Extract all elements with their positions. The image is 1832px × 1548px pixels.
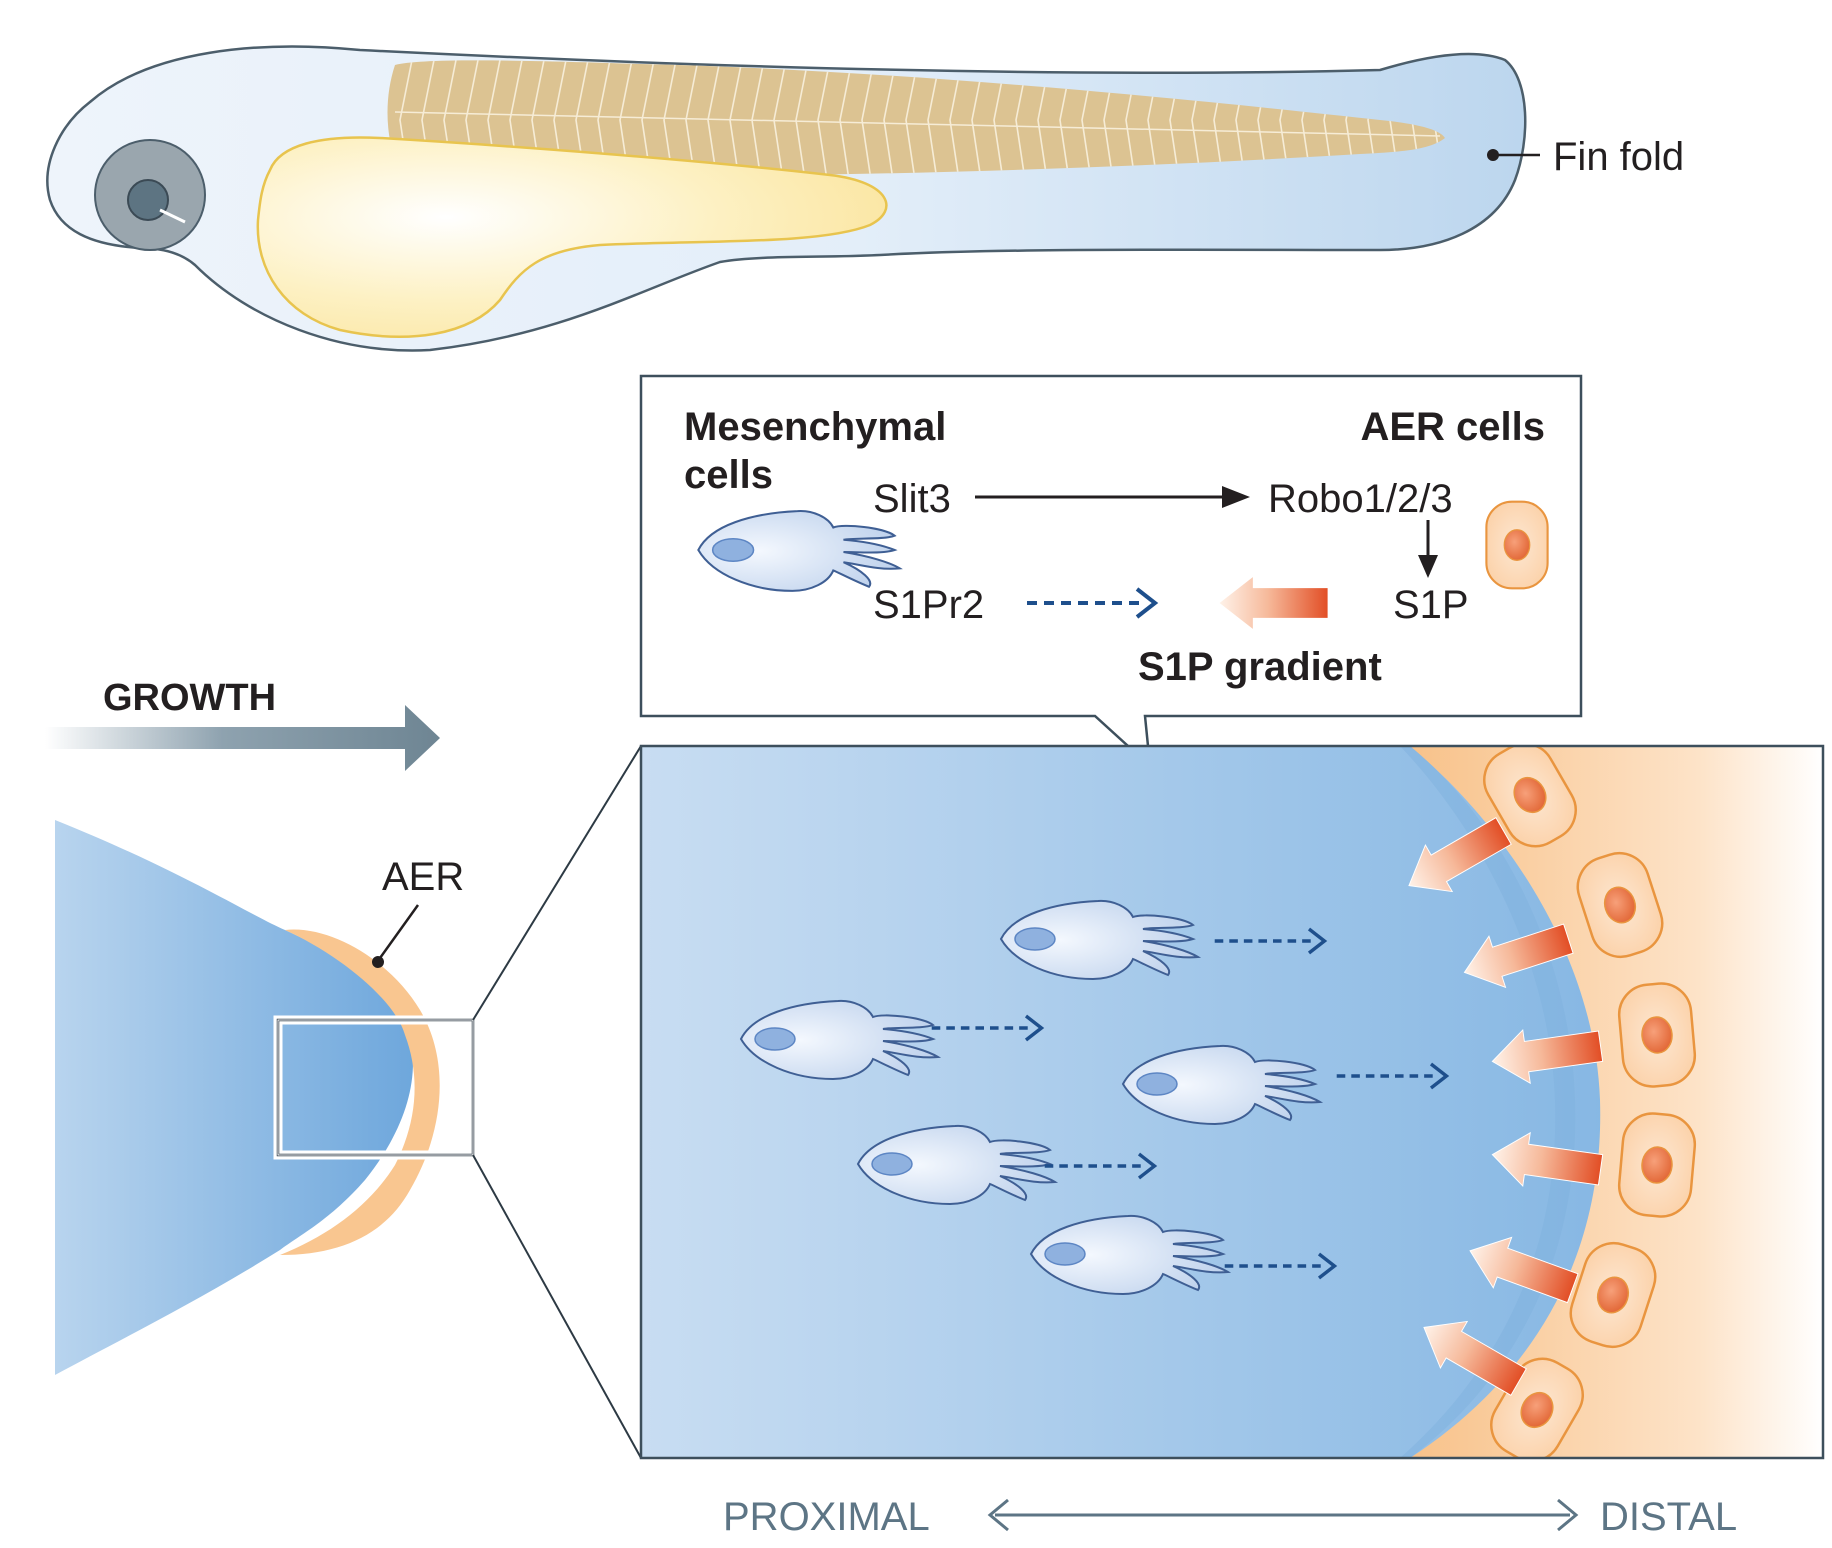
growth-label: GROWTH [103, 677, 276, 719]
fin-bud: AER [55, 820, 478, 1375]
robo-label: Robo1/2/3 [1268, 477, 1453, 521]
aer-cell [1615, 979, 1699, 1091]
zoomed-panel [639, 744, 1825, 1460]
proximal-distal-axis: PROXIMAL DISTAL [723, 1495, 1737, 1539]
s1p-label: S1P [1393, 583, 1469, 627]
mesenchymal-cells-label: Mesenchymal [684, 405, 946, 449]
signaling-callout: Mesenchymal cells AER cells Slit3 Robo1/… [639, 374, 1583, 770]
s1p-gradient-label: S1P gradient [1138, 645, 1382, 689]
mesenchymal-cells-label-line2: cells [684, 453, 773, 497]
growth-indicator: GROWTH [45, 677, 440, 771]
s1pr2-label: S1Pr2 [873, 583, 984, 627]
aer-marker [372, 956, 384, 968]
slit3-label: Slit3 [873, 477, 951, 521]
aer-cells-label: AER cells [1360, 405, 1545, 449]
callout-aer-cell [1485, 500, 1549, 590]
zebrafish-larva: Fin fold [46, 45, 1684, 352]
distal-label: DISTAL [1600, 1495, 1737, 1539]
aer-label: AER [382, 855, 464, 899]
fin-fold-label: Fin fold [1553, 135, 1684, 179]
proximal-label: PROXIMAL [723, 1495, 930, 1539]
aer-cell [1615, 1109, 1699, 1221]
